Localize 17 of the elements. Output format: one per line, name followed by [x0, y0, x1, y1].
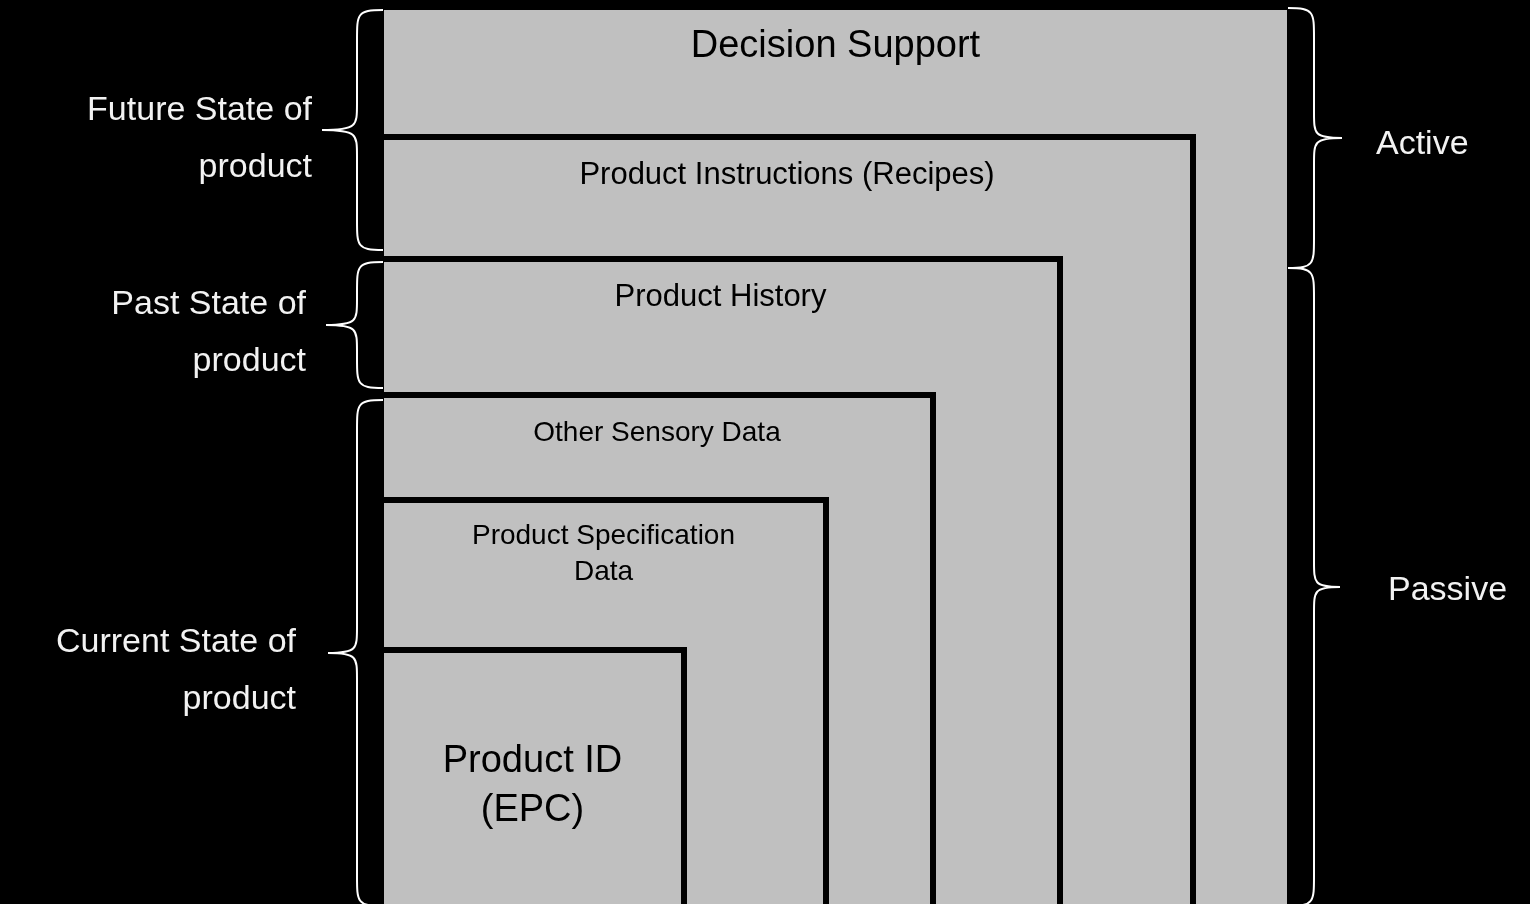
layer-label: Product ID (EPC): [441, 737, 624, 832]
layer-label: Product Instructions (Recipes): [579, 155, 995, 193]
layer-label: Other Sensory Data: [533, 415, 781, 449]
layer-box: [384, 497, 829, 904]
group-label: Active: [1376, 122, 1470, 163]
layer-label: Decision Support: [690, 22, 981, 67]
layer-box: [384, 256, 1063, 904]
layer-box: [384, 392, 936, 904]
layer-box: [384, 647, 687, 904]
layer-label: Product History: [614, 277, 827, 315]
group-label: Passive: [1388, 568, 1509, 609]
layer-box: [384, 134, 1196, 904]
layer-box: [384, 10, 1287, 904]
group-label: Current State of product: [55, 620, 296, 718]
group-label: Past State of product: [110, 282, 306, 380]
layer-label: Product Specification Data: [470, 518, 736, 589]
group-label: Future State of product: [86, 88, 312, 186]
